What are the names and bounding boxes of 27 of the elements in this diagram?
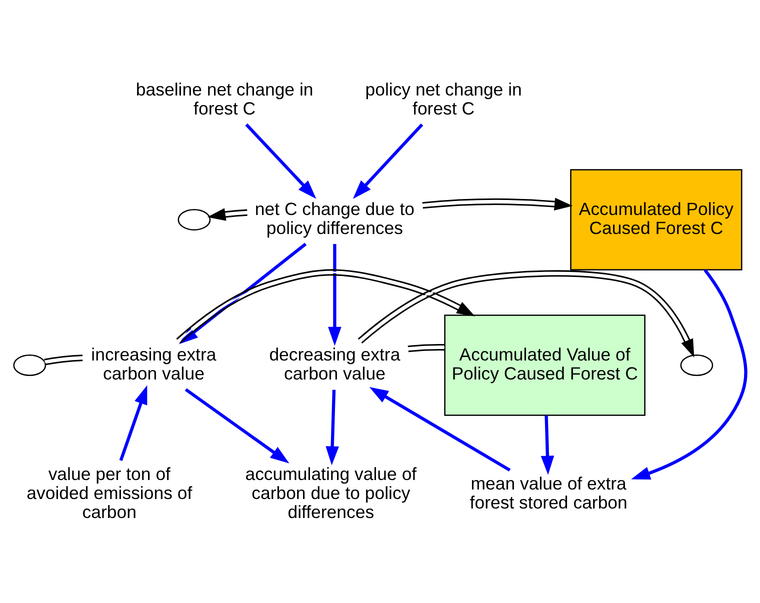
arrow	[207, 208, 248, 220]
node-text: mean value of extra forest stored carbon	[470, 473, 628, 512]
node-text: increasing extra carbon value	[91, 344, 216, 383]
node-cloud	[178, 208, 211, 230]
arrow	[631, 268, 748, 480]
arrow	[422, 197, 573, 210]
arrow	[358, 270, 694, 357]
connector	[44, 354, 83, 365]
node-text: policy net change in forest C	[365, 78, 522, 118]
arrow	[119, 384, 148, 461]
node-text: value per ton of avoided emissions of carbon	[26, 464, 192, 522]
node-cloud	[680, 354, 714, 376]
arrow	[540, 414, 554, 474]
node-cloud	[13, 354, 46, 376]
connector	[408, 343, 444, 352]
arrow	[184, 388, 290, 463]
node-text: baseline net change in forest C	[136, 78, 314, 118]
arrow	[328, 243, 342, 346]
node-box: Accumulated Value of Policy Caused Forest C	[444, 314, 646, 416]
node-text: decreasing extra carbon value	[269, 344, 400, 383]
arrow	[326, 389, 339, 465]
arrow	[369, 386, 511, 472]
node-text: net C change due to policy differences	[254, 198, 414, 238]
arrow	[352, 122, 424, 198]
node-box: Accumulated Policy Caused Forest C	[570, 168, 742, 270]
arrow	[245, 122, 316, 198]
node-text: accumulating value of carbon due to policy differences	[245, 464, 417, 522]
